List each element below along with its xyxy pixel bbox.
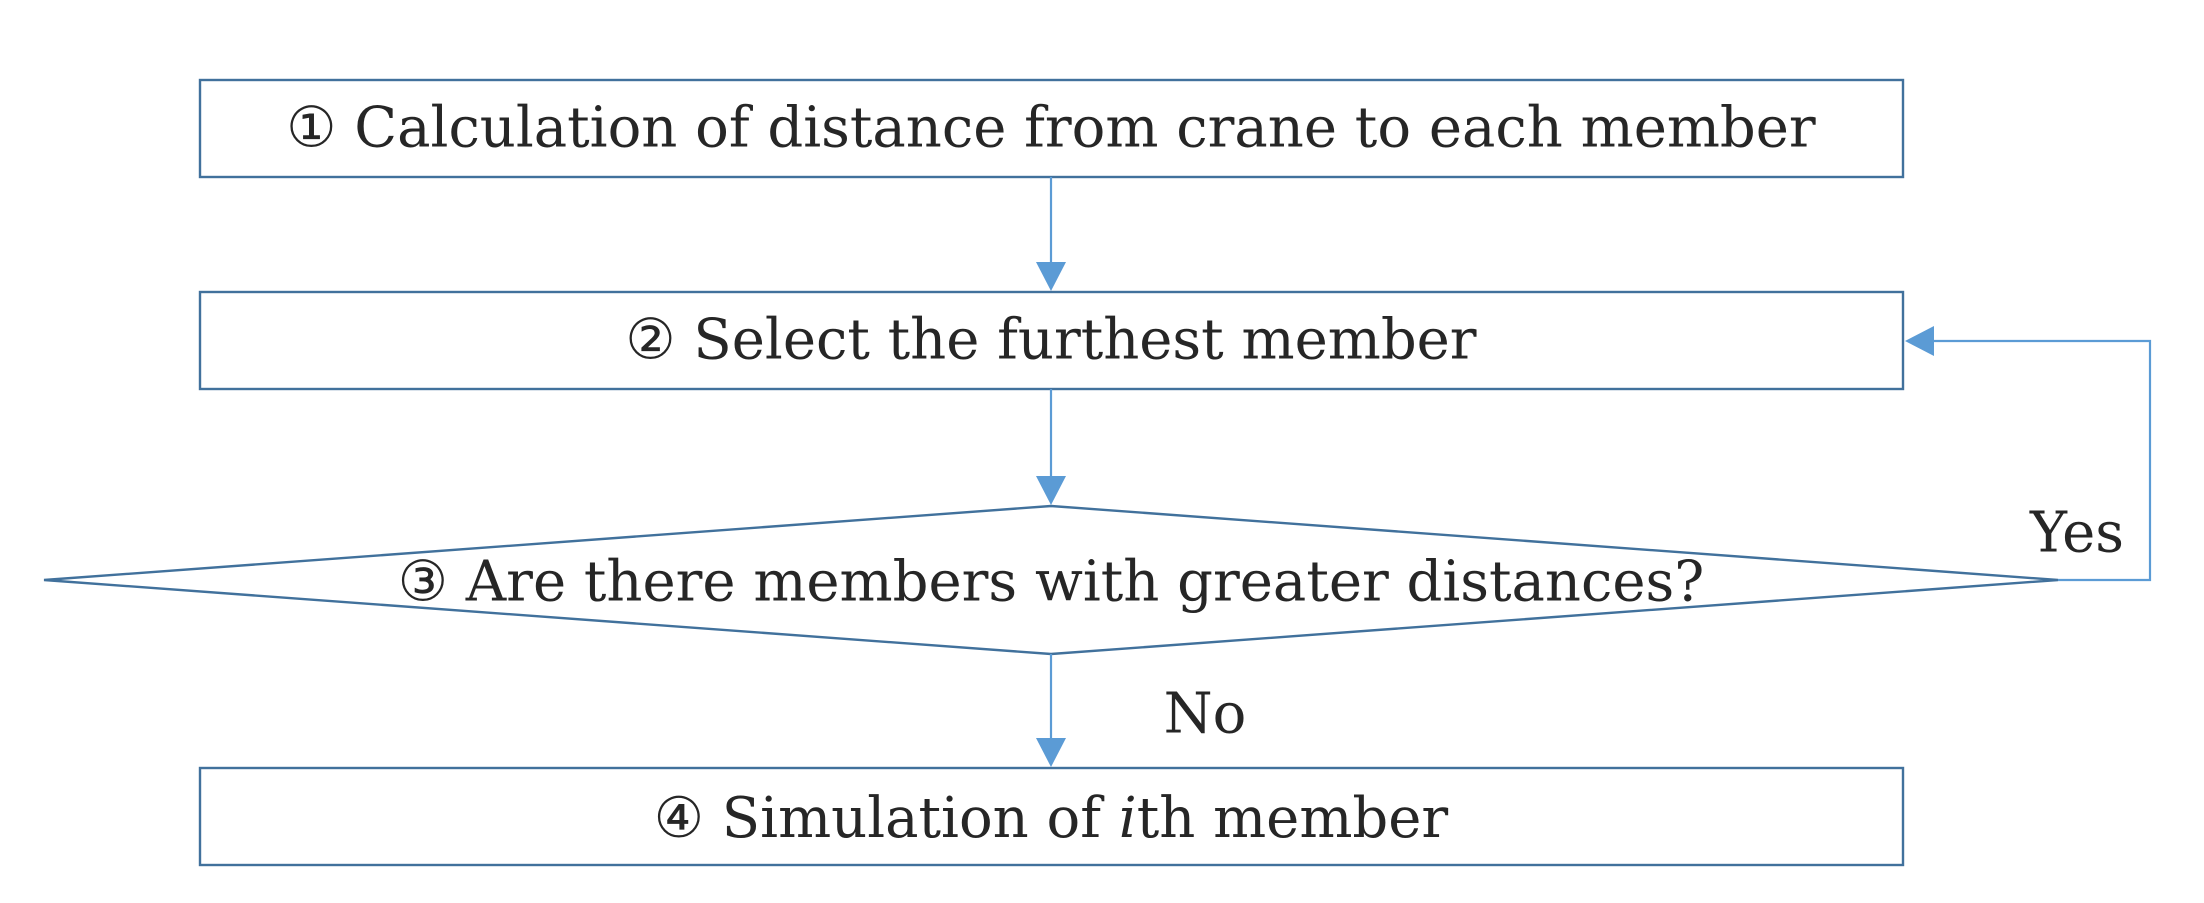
yes-loop-line bbox=[1934, 339, 2152, 582]
step-2-box bbox=[198, 290, 1905, 391]
step-4-label: ④ Simulation of ith member bbox=[654, 786, 1449, 851]
arrowhead-down-icon bbox=[1036, 476, 1066, 505]
connector-step3-to-step4: No bbox=[1036, 654, 1246, 767]
step-3-decision: ③ Are there members with greater distanc… bbox=[43, 504, 2059, 656]
step-4-box bbox=[198, 766, 1905, 867]
step-2-label: ② Select the furthest member bbox=[625, 308, 1476, 373]
arrowhead-left-icon bbox=[1905, 326, 1934, 356]
connector-yes-loop: Yes bbox=[1905, 326, 2152, 582]
step-2-node: ② Select the furthest member bbox=[198, 290, 1905, 391]
connector-step2-to-step3 bbox=[1036, 389, 1066, 505]
step-4-node: ④ Simulation of ith member bbox=[198, 766, 1905, 867]
step-1-box bbox=[198, 78, 1905, 179]
step-4-prefix: ④ Simulation of bbox=[654, 786, 1119, 851]
step-1-label: ① Calculation of distance from crane to … bbox=[286, 96, 1816, 161]
step-4-suffix: th member bbox=[1137, 786, 1449, 851]
step-3-label: ③ Are there members with greater distanc… bbox=[398, 550, 1705, 615]
step-1-node: ① Calculation of distance from crane to … bbox=[198, 78, 1905, 179]
yes-branch-label: Yes bbox=[2029, 501, 2124, 566]
step-4-index-variable: i bbox=[1119, 786, 1137, 851]
no-branch-label: No bbox=[1164, 682, 1247, 747]
arrowhead-down-icon bbox=[1036, 738, 1066, 767]
arrowhead-down-icon bbox=[1036, 262, 1066, 291]
connector-step1-to-step2 bbox=[1036, 177, 1066, 291]
